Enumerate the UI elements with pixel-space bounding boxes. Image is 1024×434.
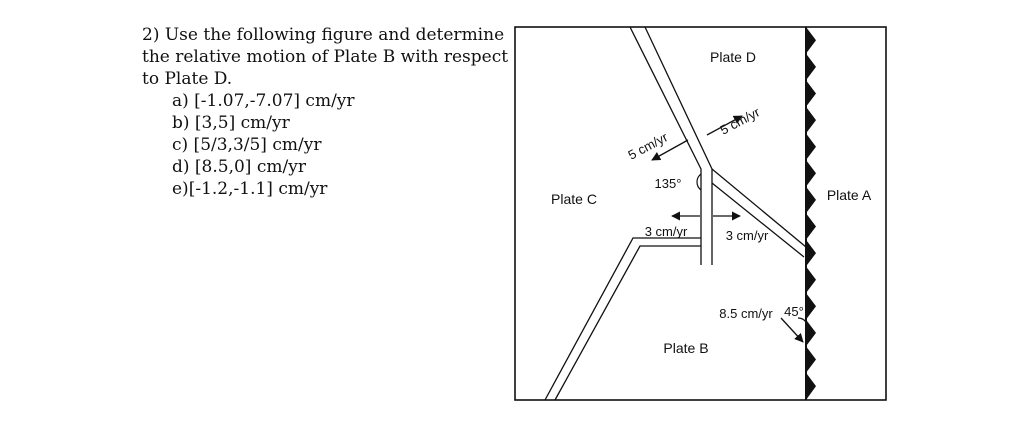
arrow-rate-da xyxy=(706,115,743,136)
label-plate-d: Plate D xyxy=(710,49,756,65)
angle-arc-ba xyxy=(797,317,807,323)
label-rate-left: 3 cm/yr xyxy=(645,224,688,239)
subduction-zone xyxy=(805,27,816,400)
label-angle-ba: 45° xyxy=(784,304,804,319)
angle-arc-junction xyxy=(696,173,702,191)
ridge-bc xyxy=(544,237,701,401)
choice-b[interactable]: b) [3,5] cm/yr xyxy=(172,113,290,133)
label-rate-right: 3 cm/yr xyxy=(726,228,769,243)
fault-da xyxy=(711,168,807,258)
label-angle-junction: 135° xyxy=(655,176,682,191)
choice-d[interactable]: d) [8.5,0] cm/yr xyxy=(172,157,306,177)
choice-a[interactable]: a) [-1.07,-7.07] cm/yr xyxy=(172,91,355,111)
label-rate-cd: 5 cm/yr xyxy=(626,129,671,163)
arrow-rate-ba xyxy=(780,317,804,343)
label-rate-ba: 8.5 cm/yr xyxy=(719,306,773,321)
choice-c[interactable]: c) [5/3,3/5] cm/yr xyxy=(172,135,322,155)
label-plate-b: Plate B xyxy=(663,340,708,356)
label-plate-a: Plate A xyxy=(827,187,872,203)
choice-e[interactable]: e)[-1.2,-1.1] cm/yr xyxy=(172,179,328,199)
label-plate-c: Plate C xyxy=(551,191,597,207)
question-stem: 2) Use the following figure and determin… xyxy=(142,25,509,89)
question-block: 2) Use the following figure and determin… xyxy=(142,24,512,200)
figure-frame xyxy=(514,26,887,401)
answer-choices: a) [-1.07,-7.07] cm/yr b) [3,5] cm/yr c)… xyxy=(142,90,512,200)
label-rate-da: 5 cm/yr xyxy=(718,104,763,138)
arrow-rate-cd xyxy=(651,139,689,161)
